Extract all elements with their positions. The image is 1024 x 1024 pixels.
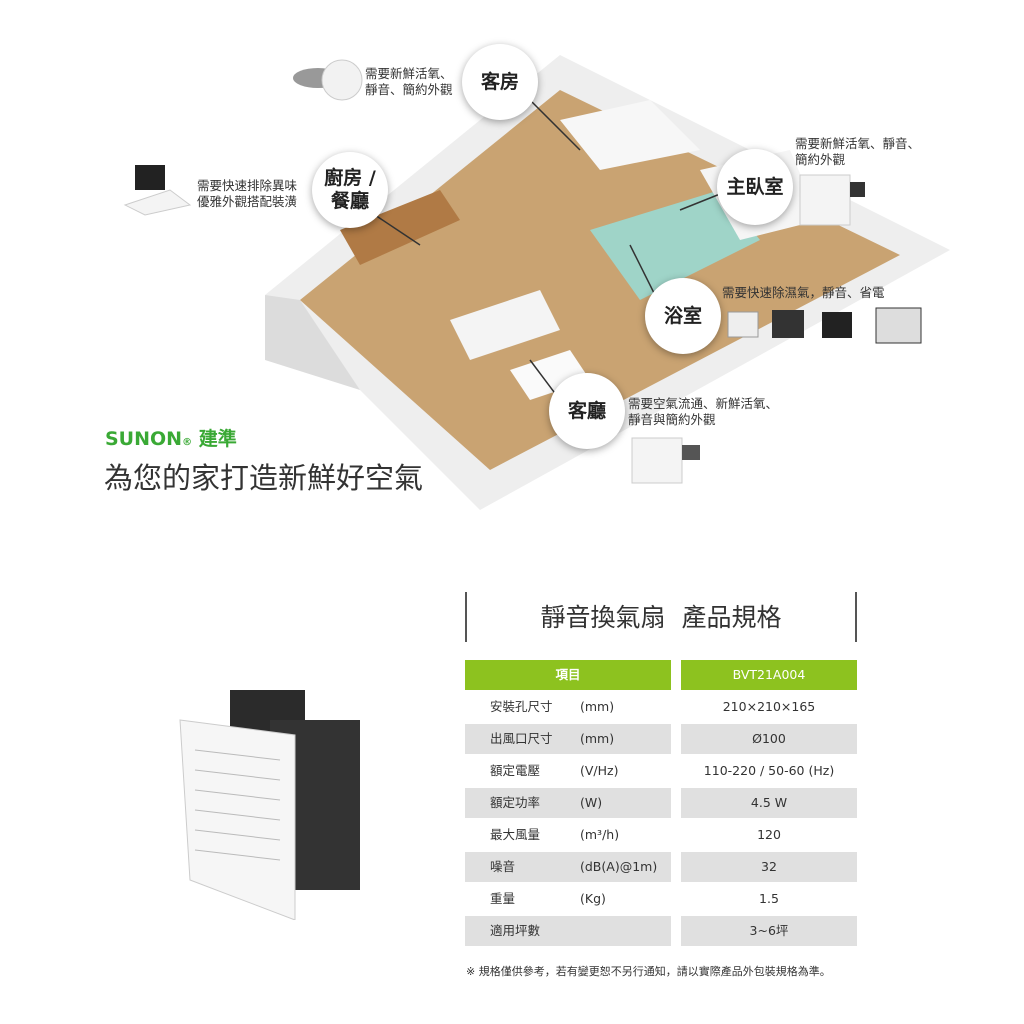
room-bubble-living: 客廳 [549, 373, 625, 449]
bath-note: 需要快速除濕氣，靜音、省電 [722, 285, 885, 300]
spec-value: 110-220 / 50-60 (Hz) [703, 763, 835, 778]
spec-row: 安裝孔尺寸 (mm) 210×210×165 [465, 692, 857, 722]
spec-label: 噪音 [490, 859, 516, 874]
spec-value: Ø100 [681, 724, 857, 754]
spec-unit: (Kg) [580, 891, 606, 906]
room-bubble-guest: 客房 [462, 44, 538, 120]
product-thumb-living [631, 437, 700, 484]
spec-value: 1.5 [759, 891, 779, 906]
spec-value: 210×210×165 [722, 699, 816, 714]
spec-unit: (m³/h) [580, 827, 620, 842]
title-bar-left [465, 592, 467, 642]
room-bubble-master: 主臥室 [717, 149, 793, 225]
spec-value: 3~6坪 [681, 916, 857, 946]
tagline: 為您的家打造新鮮好空氣 [104, 461, 424, 495]
spec-value: 32 [681, 852, 857, 882]
living-note: 需要空氣流通、新鮮活氧、靜音與簡約外觀 [628, 396, 779, 427]
spec-label: 額定電壓 [490, 763, 541, 778]
spec-unit: (mm) [580, 699, 615, 714]
footnote: ※ 規格僅供參考，若有變更恕不另行通知，請以實際產品外包裝規格為準。 [466, 965, 831, 978]
spec-label: 額定功率 [490, 795, 541, 810]
spec-row: 額定功率 (W) 4.5 W [465, 788, 857, 818]
spec-label: 最大風量 [490, 827, 541, 842]
spec-row: 適用坪數 3~6坪 [465, 916, 857, 946]
spec-row: 最大風量 (m³/h) 120 [465, 820, 857, 850]
spec-row: 額定電壓 (V/Hz) 110-220 / 50-60 (Hz) [465, 756, 857, 786]
spec-label: 安裝孔尺寸 [490, 699, 553, 714]
product-thumb-master [799, 174, 865, 226]
spec-unit: (dB(A)@1m) [580, 859, 658, 874]
spec-value: 4.5 W [681, 788, 857, 818]
spec-value: 120 [757, 827, 781, 842]
title-bar-right [855, 592, 857, 642]
spec-label: 出風口尺寸 [490, 731, 553, 746]
product-thumbs-bath [727, 307, 922, 344]
kitchen-note: 需要快速排除異味優雅外觀搭配裝潢 [197, 178, 298, 209]
room-bubble-bath: 浴室 [645, 278, 721, 354]
spec-header: 項目 BVT21A004 [465, 660, 857, 690]
spec-row: 噪音 (dB(A)@1m) 32 [465, 852, 857, 882]
master-note: 需要新鮮活氧、靜音、簡約外觀 [795, 136, 921, 167]
guest-note: 需要新鮮活氧、靜音、簡約外觀 [365, 66, 453, 97]
spec-row: 出風口尺寸 (mm) Ø100 [465, 724, 857, 754]
spec-unit: (mm) [580, 731, 615, 746]
room-bubble-kitchen: 廚房 /餐廳 [312, 152, 388, 228]
spec-unit: (W) [580, 795, 603, 810]
sunon-logo: SUNON® 建準 [105, 428, 237, 450]
product-thumb-guest [293, 59, 363, 101]
spec-title: 靜音換氣扇 產品規格 [540, 603, 782, 632]
product-thumb-kitchen [123, 165, 192, 216]
spec-label: 重量 [490, 891, 516, 906]
spec-unit: (V/Hz) [580, 763, 619, 778]
spec-row: 重量 (Kg) 1.5 [465, 884, 857, 914]
product-image [179, 690, 360, 920]
spec-label: 適用坪數 [490, 923, 541, 938]
